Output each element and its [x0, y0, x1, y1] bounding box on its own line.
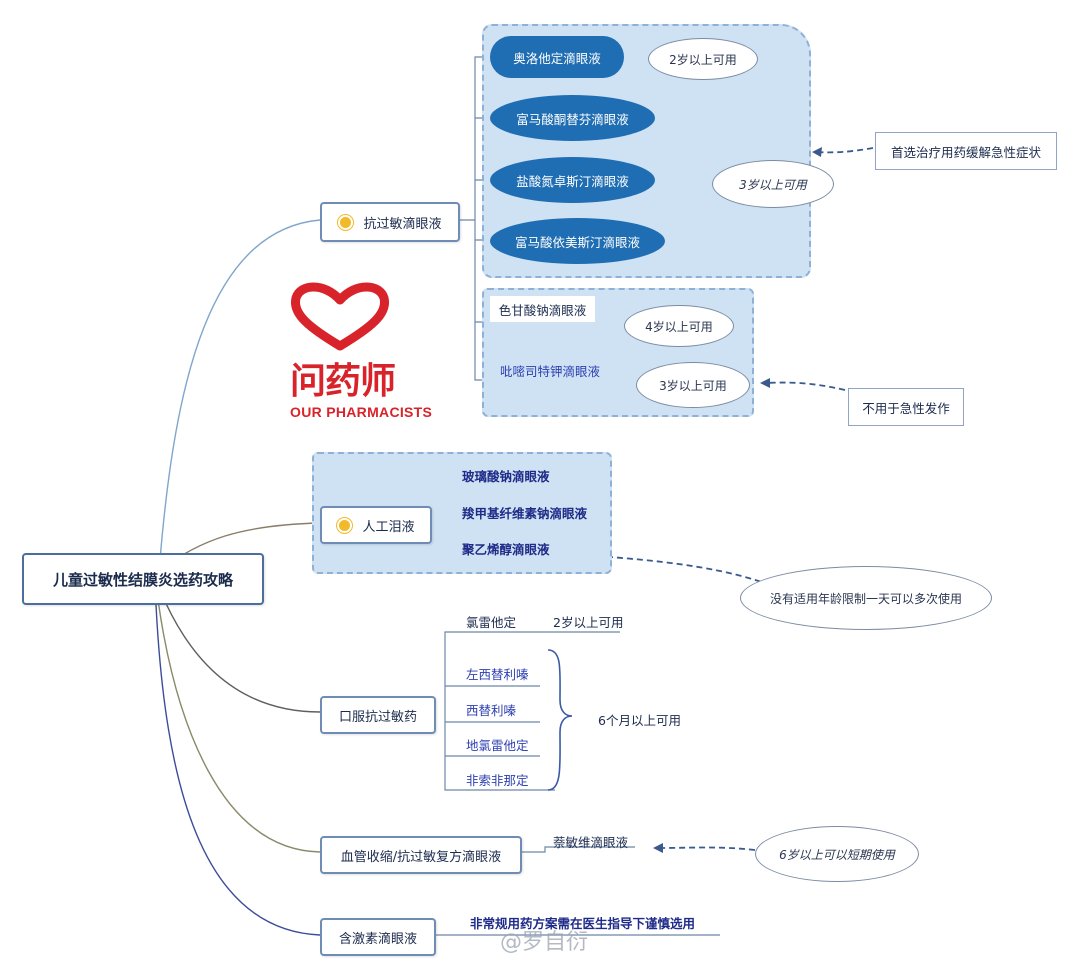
- drug-cmc[interactable]: 羧甲基纤维素钠滴眼液: [462, 503, 587, 522]
- watermark-label: @罗自衍: [500, 930, 589, 955]
- age-note-label: 4岁以上可用: [645, 319, 713, 334]
- branch-label: 口服抗过敏药: [338, 709, 417, 725]
- callout-label: 不用于急性发作: [862, 400, 950, 416]
- drug-label: 富马酸依美斯汀滴眼液: [514, 234, 640, 250]
- age-note-label: 3岁以上可用: [739, 177, 807, 192]
- drug-levocetirizine[interactable]: 左西替利嗪: [466, 664, 529, 683]
- age-note-pemirolast: 3岁以上可用: [636, 362, 750, 408]
- callout-not-for-acute: 不用于急性发作: [848, 388, 964, 426]
- root-topic[interactable]: 儿童过敏性结膜炎选药攻略: [22, 553, 264, 605]
- drug-label: 聚乙烯醇滴眼液: [462, 542, 550, 557]
- drug-ketotifen[interactable]: 富马酸酮替芬滴眼液: [490, 95, 655, 141]
- drug-cromolyn[interactable]: 色甘酸钠滴眼液: [490, 296, 595, 322]
- branch-label: 人工泪液: [362, 519, 415, 535]
- drug-label: 地氯雷他定: [466, 738, 529, 753]
- branch-label: 含激素滴眼液: [338, 931, 417, 947]
- age-note-label: 没有适用年龄限制一天可以多次使用: [769, 591, 962, 606]
- drug-label: 西替利嗪: [466, 703, 517, 718]
- age-note-no-limit: 没有适用年龄限制一天可以多次使用: [740, 566, 992, 630]
- drug-label: 羧甲基纤维素钠滴眼液: [462, 506, 588, 521]
- branch-artificial-tears[interactable]: 人工泪液: [320, 506, 432, 544]
- drug-desloratadine[interactable]: 地氯雷他定: [466, 735, 529, 754]
- callout-label: 首选治疗用药缓解急性症状: [890, 144, 1041, 160]
- drug-label: 氯雷他定: [466, 615, 517, 630]
- drug-pva[interactable]: 聚乙烯醇滴眼液: [462, 539, 550, 558]
- bulb-icon: [338, 214, 354, 230]
- drug-emedastine[interactable]: 富马酸依美斯汀滴眼液: [490, 218, 665, 264]
- age-note-label: 3岁以上可用: [659, 378, 727, 393]
- steroid-note: 非常规用药方案需在医生指导下谨慎选用: [470, 913, 695, 932]
- drug-label: 奥洛他定滴眼液: [513, 50, 601, 66]
- drug-label: 富马酸酮替芬滴眼液: [516, 111, 629, 127]
- age-note-loratadine: 2岁以上可用: [553, 612, 623, 631]
- age-note-group3: 3岁以上可用: [712, 160, 834, 208]
- bulb-icon: [337, 517, 353, 533]
- age-note-six-months: 6个月以上可用: [598, 710, 681, 729]
- branch-steroid-drops[interactable]: 含激素滴眼液: [320, 918, 436, 956]
- age-note-naphazoline: 6岁以上可以短期使用: [755, 826, 919, 882]
- branch-oral-antiallergy[interactable]: 口服抗过敏药: [320, 696, 436, 734]
- drug-hyaluronate[interactable]: 玻璃酸钠滴眼液: [462, 466, 550, 485]
- logo-en-text: OUR PHARMACISTS: [290, 404, 433, 420]
- drug-label: 萘敏维滴眼液: [553, 835, 629, 850]
- drug-label: 色甘酸钠滴眼液: [498, 302, 587, 318]
- branch-vasoconstrictor[interactable]: 血管收缩/抗过敏复方滴眼液: [320, 836, 522, 874]
- drug-label: 玻璃酸钠滴眼液: [462, 469, 550, 484]
- branch-antiallergy-drops[interactable]: 抗过敏滴眼液: [320, 202, 460, 242]
- age-note-label: 6岁以上可以短期使用: [779, 847, 895, 862]
- drug-pemirolast[interactable]: 吡嘧司特钾滴眼液: [500, 361, 600, 380]
- drug-fexofenadine[interactable]: 非索非那定: [466, 770, 529, 789]
- drug-label: 非索非那定: [466, 773, 529, 788]
- age-note-label: 2岁以上可用: [553, 615, 624, 630]
- root-topic-label: 儿童过敏性结膜炎选药攻略: [52, 570, 233, 589]
- age-note-label: 2岁以上可用: [669, 52, 737, 67]
- drug-label: 盐酸氮卓斯汀滴眼液: [516, 173, 629, 189]
- drug-azelastine[interactable]: 盐酸氮卓斯汀滴眼液: [490, 157, 655, 203]
- age-note-cromolyn: 4岁以上可用: [624, 305, 734, 347]
- drug-label: 左西替利嗪: [466, 667, 529, 682]
- heart-logo-icon: [288, 282, 393, 352]
- age-note-label: 6个月以上可用: [598, 713, 681, 728]
- callout-first-choice: 首选治疗用药缓解急性症状: [875, 132, 1057, 170]
- age-note-olopatadine: 2岁以上可用: [648, 38, 758, 80]
- branch-label: 血管收缩/抗过敏复方滴眼液: [340, 849, 502, 865]
- steroid-note-label: 非常规用药方案需在医生指导下谨慎选用: [470, 916, 696, 931]
- drug-cetirizine[interactable]: 西替利嗪: [466, 700, 516, 719]
- drug-loratadine[interactable]: 氯雷他定: [466, 612, 516, 631]
- drug-label: 吡嘧司特钾滴眼液: [500, 364, 601, 379]
- logo-cn-text: 问药师: [290, 360, 396, 402]
- drug-olopatadine[interactable]: 奥洛他定滴眼液: [490, 36, 624, 78]
- branch-label: 抗过敏滴眼液: [363, 216, 442, 232]
- drug-naphazoline[interactable]: 萘敏维滴眼液: [553, 832, 628, 851]
- watermark: @罗自衍: [500, 924, 588, 956]
